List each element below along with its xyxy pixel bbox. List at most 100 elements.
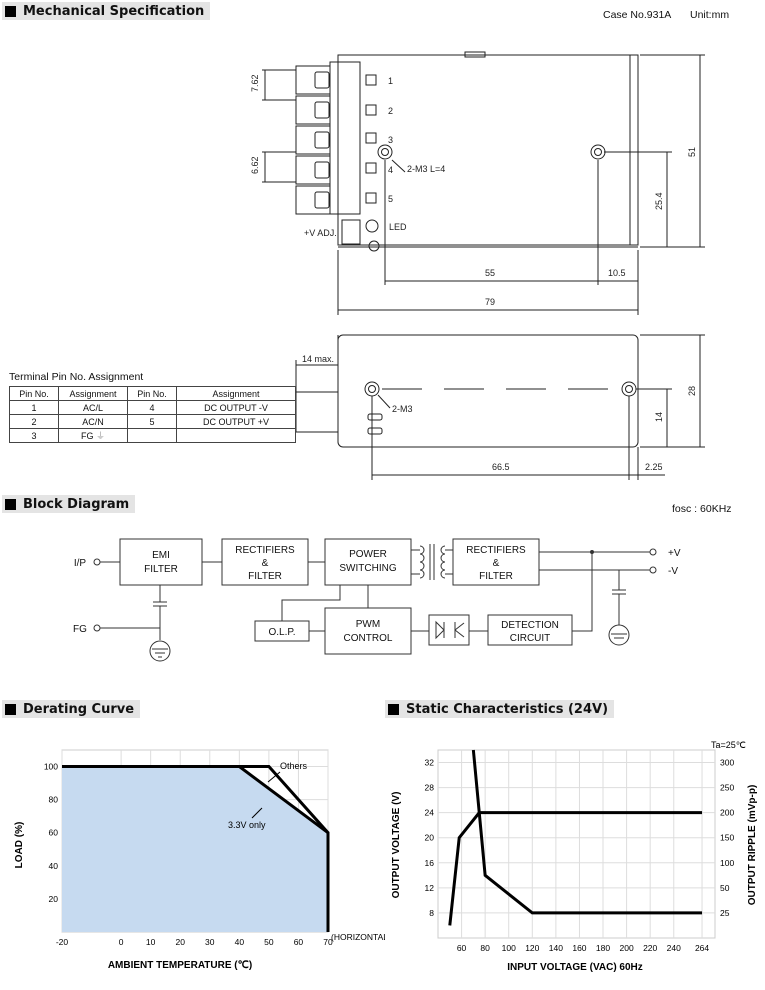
y2-tick-label: 150	[720, 833, 734, 843]
x-tick-label: -20	[56, 937, 69, 947]
table-cell: 4	[127, 400, 177, 415]
series-line-output-ripple	[471, 749, 703, 915]
vadj-label: +V ADJ.	[304, 228, 337, 238]
terminal-screws	[295, 65, 331, 215]
pin-label-3: 3	[388, 135, 393, 145]
pin-label-1: 1	[388, 76, 393, 86]
x-tick-label: 20	[175, 937, 185, 947]
table-cell: 3	[9, 428, 59, 443]
x-tick-label: 220	[643, 943, 657, 953]
table-cell: AC/N	[58, 414, 128, 429]
det-line-1: DETECTION	[501, 620, 559, 631]
table-header-cell: Assignment	[58, 386, 128, 401]
rect2-line-1: RECTIFIERS	[466, 545, 526, 556]
table-cell: 1	[9, 400, 59, 415]
dim-28: 28	[687, 386, 697, 396]
block-diagram-title: Block Diagram	[23, 496, 130, 512]
fg-label: FG	[73, 624, 87, 635]
side-mount-left	[364, 381, 380, 397]
table-header-row: Pin No. Assignment Pin No. Assignment	[9, 386, 296, 401]
y-axis-label: OUTPUT VOLTAGE (V)	[391, 792, 402, 899]
mechanical-drawing: 7.62 6.62 1 2 3 4 5 2-M3 L=4 LED +V ADJ.…	[250, 51, 705, 480]
x-tick-label: 120	[525, 943, 539, 953]
derating-curve-header: Derating Curve	[2, 700, 141, 718]
optocoupler-block	[428, 614, 470, 646]
mount-hole-right	[590, 144, 606, 160]
x-tick-label: 180	[596, 943, 610, 953]
table-cell: DC OUTPUT +V	[176, 414, 296, 429]
pwr-line-2: SWITCHING	[339, 563, 396, 574]
derating-area-fill	[62, 766, 328, 932]
y-tick-label: 8	[429, 908, 434, 918]
v-adj-pot	[341, 219, 361, 245]
case-number: Case No.931A	[603, 9, 672, 21]
y-tick-label: 100	[44, 762, 58, 772]
y-tick-label: 40	[49, 861, 59, 871]
series-line-3-3v	[62, 765, 330, 932]
x-tick-label: 40	[235, 937, 245, 947]
det-line-2: CIRCUIT	[510, 633, 551, 644]
dim-55: 55	[485, 268, 495, 278]
x-axis-suffix: (HORIZONTAL)	[331, 932, 385, 942]
x-tick-label: 60	[457, 943, 467, 953]
x-tick-label: 240	[667, 943, 681, 953]
static-characteristics-header: Static Characteristics (24V)	[385, 700, 615, 718]
x-tick-label: 160	[572, 943, 586, 953]
rect1-line-1: RECTIFIERS	[235, 545, 295, 556]
dim-7-62: 7.62	[250, 74, 260, 92]
y-tick-label: 24	[425, 808, 435, 818]
fosc-label: fosc : 60KHz	[672, 503, 732, 515]
mechanical-spec-title: Mechanical Specification	[23, 3, 205, 19]
terminal-block	[329, 61, 361, 215]
top-view-board	[337, 54, 639, 246]
led-label: LED	[389, 222, 407, 232]
ground-icon: ⏚	[96, 431, 106, 441]
table-cell	[176, 428, 296, 443]
led-indicator	[365, 219, 379, 233]
dim-14-max: 14 max.	[302, 354, 334, 364]
pin-label-5: 5	[388, 194, 393, 204]
dim-6-62: 6.62	[250, 156, 260, 174]
pin-label-2: 2	[388, 106, 393, 116]
earth-ground-icon-right	[608, 624, 630, 646]
y-tick-label: 80	[49, 795, 59, 805]
table-header-cell: Pin No.	[9, 386, 59, 401]
side-terminal	[295, 391, 339, 433]
rect1-line-2: &	[262, 558, 269, 569]
m3-label-side: 2-M3	[392, 404, 413, 414]
block-diagram: I/P FG +V -V EMI FILTER RECTIFIERS & FIL…	[73, 538, 681, 662]
rect2-line-2: &	[493, 558, 500, 569]
unit-label: Unit:mm	[690, 9, 730, 21]
derating-curve-title: Derating Curve	[23, 701, 135, 717]
y2-tick-label: 100	[720, 858, 734, 868]
table-cell: AC/L	[58, 400, 128, 415]
x-tick-label: 100	[502, 943, 516, 953]
olp-label: O.L.P.	[268, 627, 295, 638]
side-view-board	[337, 334, 639, 448]
y2-tick-label: 300	[720, 758, 734, 768]
y2-tick-label: 25	[720, 908, 730, 918]
detection-circuit-block	[487, 614, 573, 646]
m3-label-top: 2-M3 L=4	[407, 164, 445, 174]
y-tick-label: 20	[49, 894, 59, 904]
y2-tick-label: 50	[720, 883, 730, 893]
table-cell: 2	[9, 414, 59, 429]
y-tick-label: 20	[425, 833, 435, 843]
x-axis-label: AMBIENT TEMPERATURE (℃)	[108, 960, 252, 971]
x-axis-label: INPUT VOLTAGE (VAC) 60Hz	[507, 962, 643, 973]
y-tick-label: 16	[425, 858, 435, 868]
pin-pads	[365, 74, 377, 204]
x-tick-label: 60	[294, 937, 304, 947]
y-tick-label: 28	[425, 783, 435, 793]
emi-line-2: FILTER	[144, 564, 178, 575]
section-bullet-icon	[388, 703, 399, 715]
dim-14: 14	[654, 412, 664, 422]
legend-others: Others	[280, 761, 308, 771]
table-cell: 5	[127, 414, 177, 429]
emi-filter-block	[119, 538, 203, 586]
table-header-cell: Pin No.	[127, 386, 177, 401]
rect2-line-3: FILTER	[479, 571, 513, 582]
transformer-icon	[419, 544, 446, 580]
table-cell: DC OUTPUT -V	[176, 400, 296, 415]
